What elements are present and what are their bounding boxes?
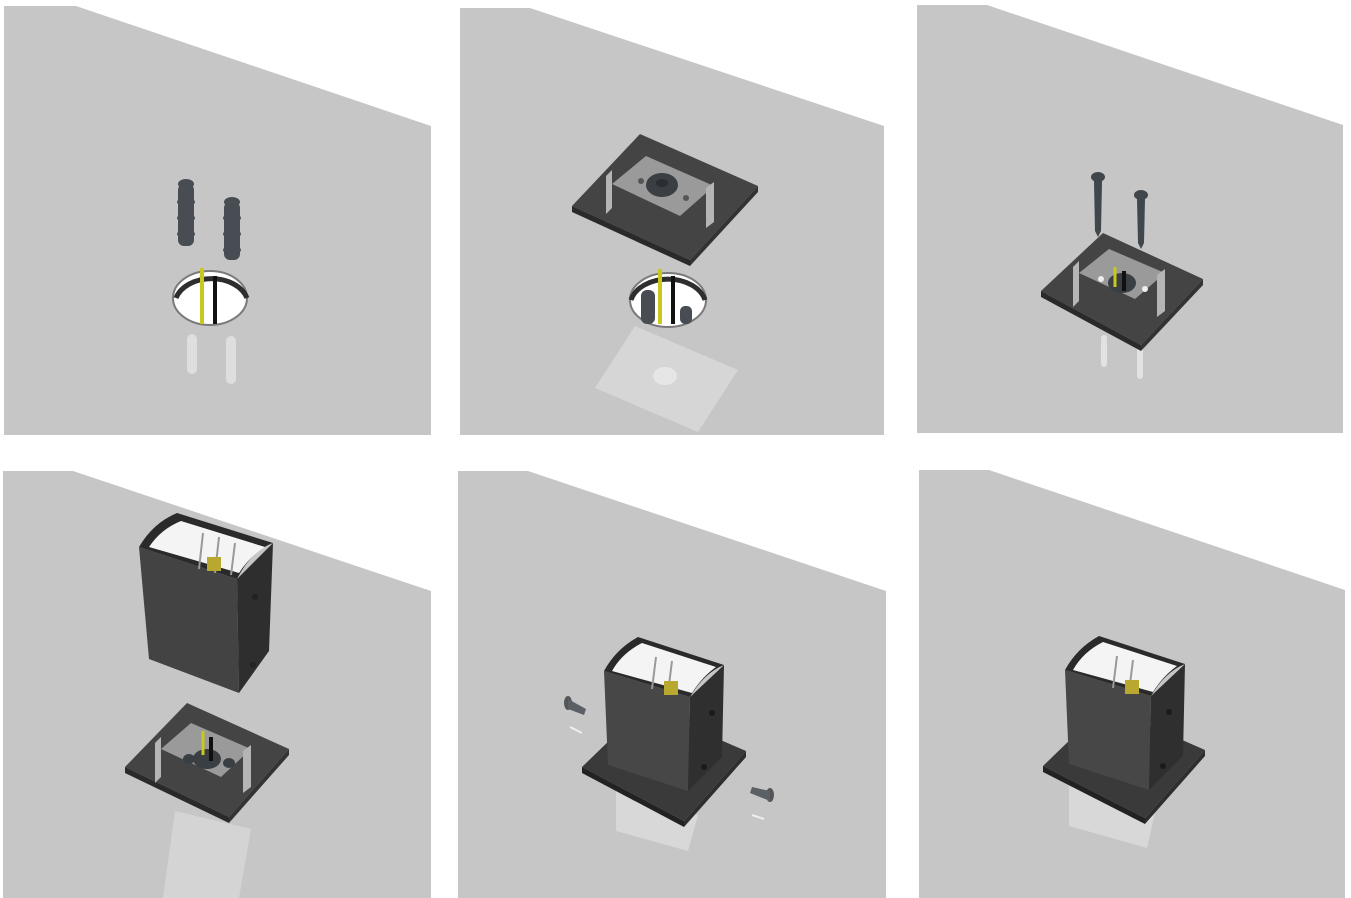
step-5-illustration xyxy=(458,471,886,898)
wall-plug-inserted xyxy=(680,306,692,324)
wall-plug xyxy=(177,179,195,246)
step-6-illustration xyxy=(919,470,1345,898)
step-3-illustration xyxy=(917,5,1343,433)
step-4-panel xyxy=(3,471,431,898)
terminal-block xyxy=(1125,680,1139,694)
step-1-panel xyxy=(4,6,431,435)
step-5-panel xyxy=(458,471,886,898)
terminal-block xyxy=(664,681,678,695)
screw-reflection xyxy=(1101,335,1107,367)
lamp-housing xyxy=(604,637,724,791)
plug-reflection xyxy=(226,336,236,384)
wall-surface xyxy=(917,5,1343,433)
terminal-block xyxy=(207,557,221,571)
wall-surface xyxy=(4,6,431,435)
step-4-illustration xyxy=(3,471,431,898)
step-2-illustration xyxy=(460,8,884,435)
wall-plug-inserted xyxy=(641,290,655,324)
step-6-panel xyxy=(919,470,1345,898)
step-2-panel xyxy=(460,8,884,435)
lamp-housing xyxy=(1065,636,1185,790)
plug-reflection xyxy=(187,334,197,374)
step-3-panel xyxy=(917,5,1343,433)
wall-plug xyxy=(223,197,241,260)
step-1-illustration xyxy=(4,6,431,435)
